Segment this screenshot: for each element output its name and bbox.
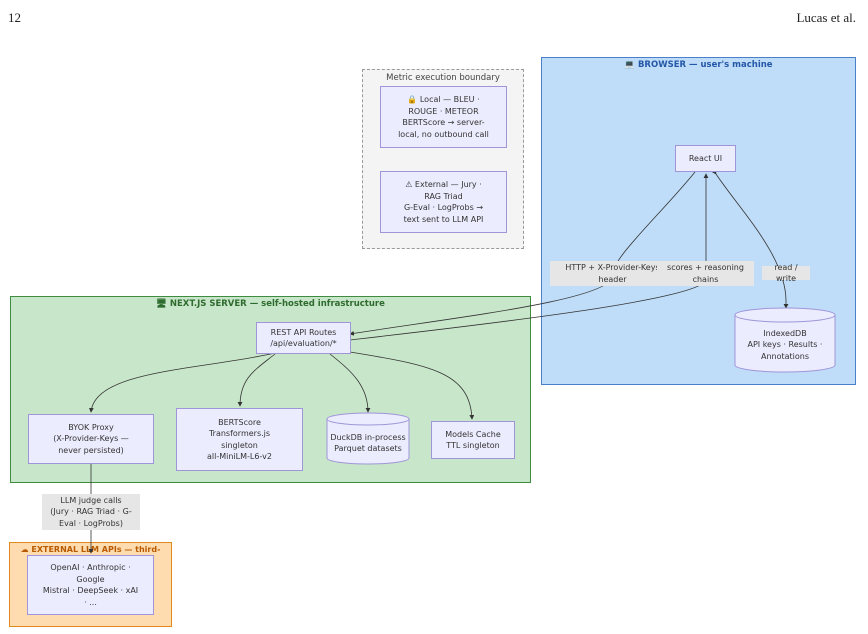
edge-label-judge: LLM judge calls (Jury · RAG Triad · G- E…: [42, 494, 140, 530]
byok-proxy-node: BYOK Proxy (X-Provider-Keys — never pers…: [28, 414, 154, 464]
author-running-head: Lucas et al.: [796, 10, 856, 25]
metric-boundary-title: Metric execution boundary: [386, 73, 500, 83]
server-cluster-title: 🖥 NEXT.JS SERVER — self-hosted infrastru…: [156, 299, 385, 309]
llm-providers-node: OpenAI · Anthropic · Google Mistral · De…: [27, 555, 154, 615]
browser-cluster-title: 💻 BROWSER — user's machine: [624, 60, 773, 70]
bertscore-node: BERTScore Transformers.js singleton all-…: [176, 408, 303, 471]
duckdb-label: DuckDB in-process Parquet datasets: [330, 432, 406, 454]
edge-rest-duckdb: [329, 353, 371, 413]
page-number: 12: [8, 10, 21, 25]
react-ui-node: React UI: [675, 145, 736, 172]
indexeddb-label: IndexedDB API keys · Results · Annotatio…: [747, 328, 823, 361]
edge-label-scores: scores + reasoning chains: [657, 261, 754, 286]
rest-api-node: REST API Routes /api/evaluation/*: [256, 322, 351, 354]
edge-label-http: HTTP + X-Provider-Keys header: [550, 261, 675, 286]
edge-label-readwrite: read / write: [762, 263, 810, 283]
models-cache-node: Models Cache TTL singleton: [431, 421, 515, 459]
edge-readwrite: [711, 169, 789, 309]
local-metrics-node: 🔒 Local — BLEU · ROUGE · METEOR BERTScor…: [380, 86, 507, 148]
external-metrics-node: ⚠ External — Jury · RAG Triad G-Eval · L…: [380, 171, 507, 233]
edge-rest-bertscore: [237, 353, 276, 407]
edge-rest-cache: [349, 351, 475, 420]
edge-rest-byok: [89, 352, 276, 413]
